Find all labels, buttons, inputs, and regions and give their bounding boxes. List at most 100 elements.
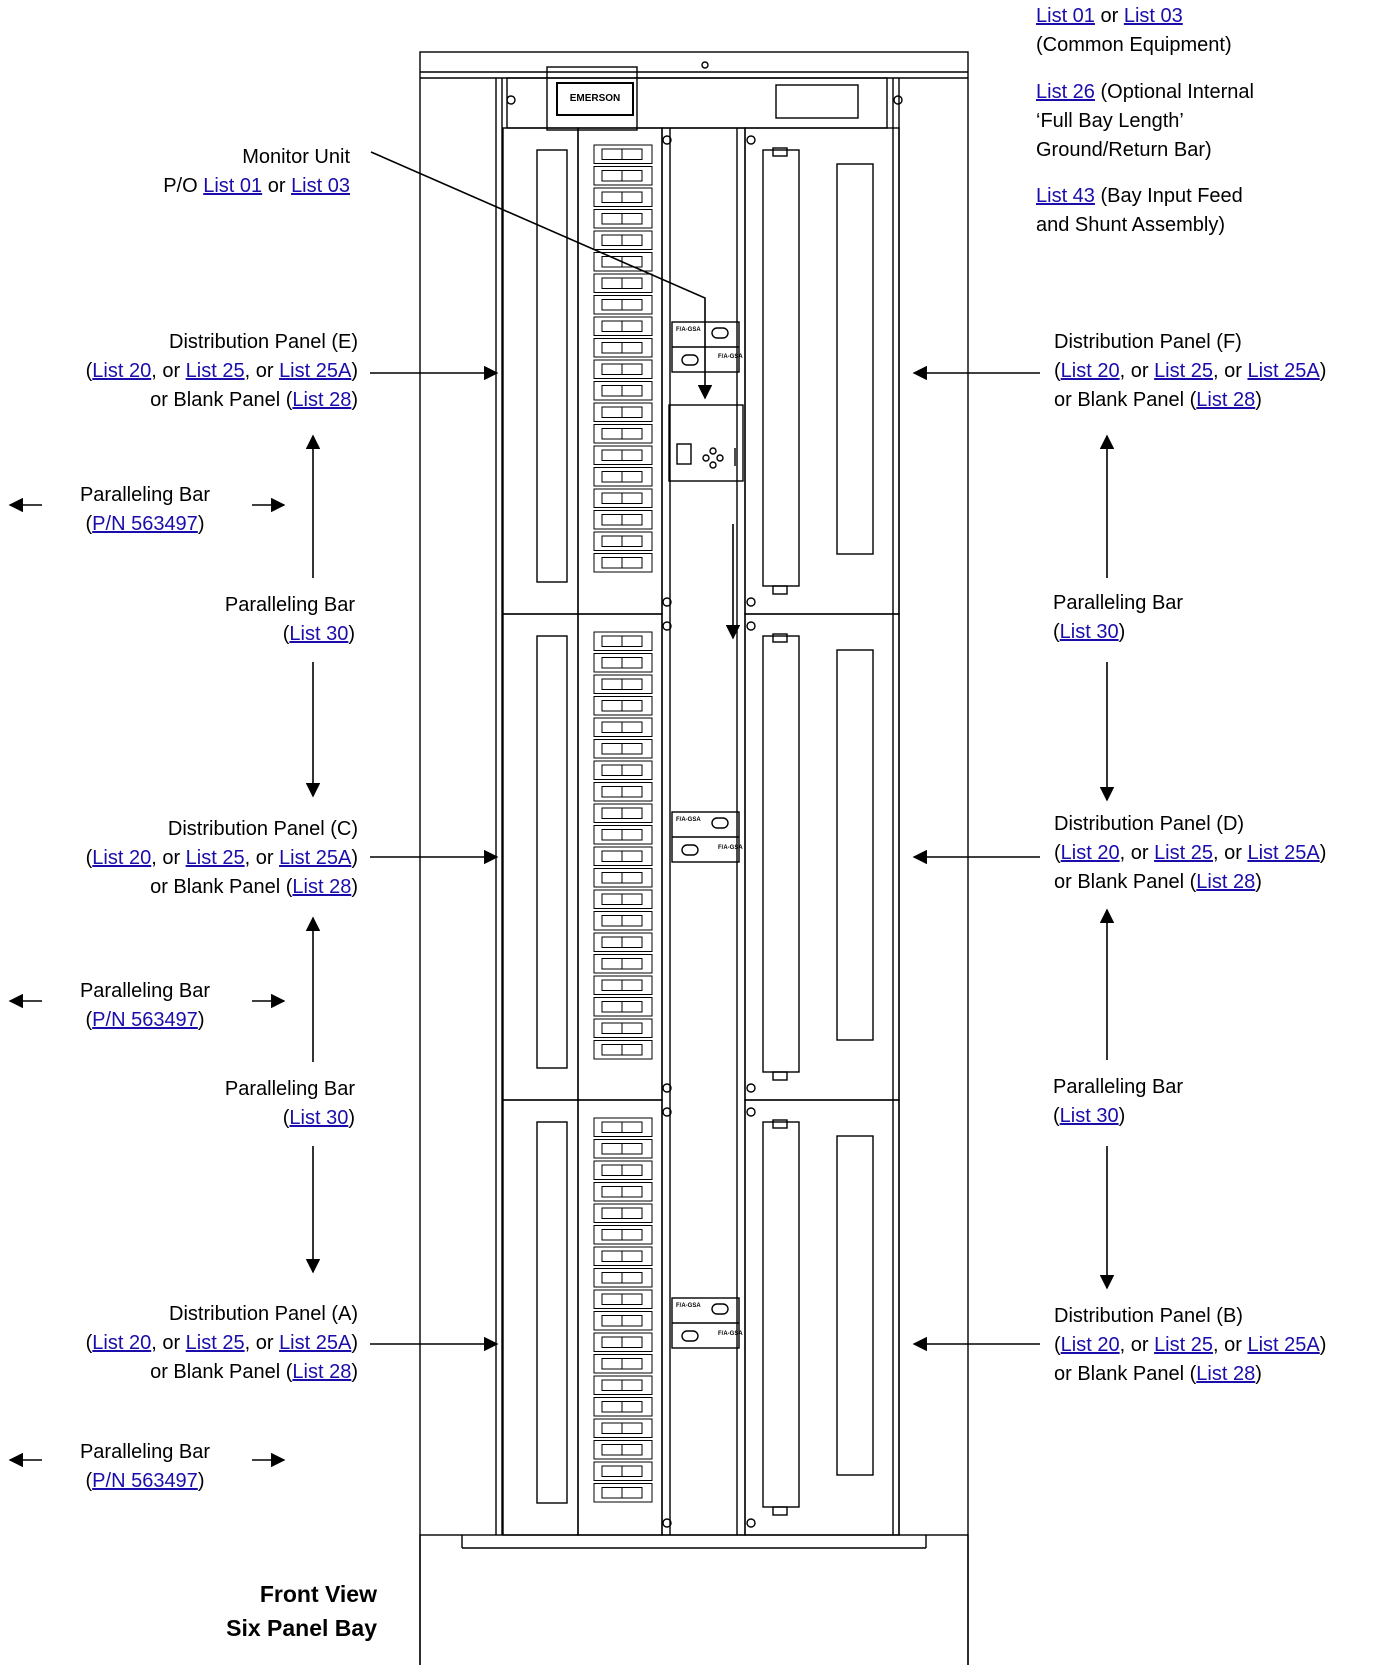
hinge-tab xyxy=(772,1119,788,1129)
bezel-screw-right xyxy=(893,95,903,105)
common-equipment-note: List 01 or List 03 (Common Equipment) xyxy=(1036,5,1232,56)
panel-screw xyxy=(662,621,672,631)
link-list-28[interactable]: List 28 xyxy=(1196,871,1256,893)
circuit-breaker xyxy=(593,1040,653,1060)
link-list-03[interactable]: List 03 xyxy=(1123,5,1183,27)
link-list-30[interactable]: List 30 xyxy=(1059,1105,1119,1127)
right-hinge-strip xyxy=(762,149,800,587)
view-title-line2: Six Panel Bay xyxy=(226,1615,377,1641)
panel-screw xyxy=(746,1107,756,1117)
circuit-breaker xyxy=(593,1354,653,1374)
circuit-breaker xyxy=(593,1440,653,1460)
link-list-20[interactable]: List 20 xyxy=(1060,360,1120,382)
circuit-breaker xyxy=(593,553,653,573)
link-list-25a[interactable]: List 25A xyxy=(1247,1334,1320,1356)
circuit-breaker xyxy=(593,696,653,716)
link-list-25[interactable]: List 25 xyxy=(185,1332,245,1354)
panel-screw xyxy=(662,597,672,607)
paralleling-bar-list30-right-lower: Paralleling Bar (List 30) xyxy=(1053,1076,1184,1127)
link-list-25a[interactable]: List 25A xyxy=(279,360,352,382)
circuit-breaker xyxy=(593,252,653,272)
circuit-breaker xyxy=(593,674,653,694)
link-list-20[interactable]: List 20 xyxy=(92,847,152,869)
circuit-breaker xyxy=(593,825,653,845)
view-title-line1: Front View xyxy=(259,1581,377,1607)
circuit-breaker xyxy=(593,1483,653,1503)
link-list-25a[interactable]: List 25A xyxy=(1247,842,1320,864)
circuit-breaker xyxy=(593,1311,653,1331)
distribution-panel-c-label: Distribution Panel (C) (List 20, or List… xyxy=(85,818,358,898)
link-list-25[interactable]: List 25 xyxy=(185,847,245,869)
leader-arrows xyxy=(8,151,1115,1468)
circuit-breaker xyxy=(593,295,653,315)
breaker-label: F/A-GSA xyxy=(676,327,701,333)
link-list-28[interactable]: List 28 xyxy=(292,876,352,898)
link-list-20[interactable]: List 20 xyxy=(92,1332,152,1354)
circuit-breaker xyxy=(593,209,653,229)
link-list-25[interactable]: List 25 xyxy=(1154,842,1213,864)
link-pn-563497[interactable]: P/N 563497 xyxy=(92,513,198,535)
list43-note: List 43 (Bay Input Feed and Shunt Assemb… xyxy=(1036,185,1243,236)
distribution-panel-f-label: Distribution Panel (F) (List 20, or List… xyxy=(1054,331,1327,411)
alarm-breaker-switch xyxy=(711,327,729,339)
circuit-breaker xyxy=(593,803,653,823)
panel-screw xyxy=(662,135,672,145)
circuit-breaker xyxy=(593,445,653,465)
link-list-01[interactable]: List 01 xyxy=(1036,5,1095,27)
panel-screw xyxy=(662,1083,672,1093)
alarm-breaker-switch xyxy=(681,354,699,366)
link-list-30[interactable]: List 30 xyxy=(289,1107,349,1129)
circuit-breaker xyxy=(593,1160,653,1180)
link-list-28[interactable]: List 28 xyxy=(292,389,352,411)
circuit-breaker xyxy=(593,488,653,508)
circuit-breaker xyxy=(593,1139,653,1159)
link-list-25[interactable]: List 25 xyxy=(185,360,245,382)
right-panel-slot xyxy=(836,649,874,1041)
circuit-breaker xyxy=(593,1289,653,1309)
link-list-25[interactable]: List 25 xyxy=(1154,1334,1213,1356)
link-list-30[interactable]: List 30 xyxy=(289,623,349,645)
circuit-breaker xyxy=(593,868,653,888)
link-list-30[interactable]: List 30 xyxy=(1059,621,1119,643)
link-list-25a[interactable]: List 25A xyxy=(279,1332,352,1354)
alarm-breaker-switch xyxy=(711,817,729,829)
link-list-28[interactable]: List 28 xyxy=(292,1361,352,1383)
hinge-tab xyxy=(772,1506,788,1516)
breaker-column-frame xyxy=(577,613,663,1101)
circuit-breaker xyxy=(593,402,653,422)
link-list-28[interactable]: List 28 xyxy=(1196,1363,1256,1385)
link-pn-563497[interactable]: P/N 563497 xyxy=(92,1009,198,1031)
link-list-25a[interactable]: List 25A xyxy=(1247,360,1320,382)
circuit-breaker xyxy=(593,932,653,952)
center-shunt-column xyxy=(661,127,746,1536)
link-pn-563497[interactable]: P/N 563497 xyxy=(92,1470,198,1492)
link-list-25a[interactable]: List 25A xyxy=(279,847,352,869)
link-list-43[interactable]: List 43 xyxy=(1036,185,1095,207)
paralleling-bar-list30-left-lower: Paralleling Bar (List 30) xyxy=(224,1078,355,1129)
link-list-25[interactable]: List 25 xyxy=(1154,360,1213,382)
panel-screw xyxy=(746,621,756,631)
distribution-panel-a-label: Distribution Panel (A) (List 20, or List… xyxy=(85,1303,358,1383)
circuit-breaker xyxy=(593,1117,653,1137)
distribution-panel-b-label: Distribution Panel (B) (List 20, or List… xyxy=(1054,1305,1327,1385)
link-list-03[interactable]: List 03 xyxy=(291,175,350,197)
circuit-breaker xyxy=(593,1246,653,1266)
link-list-20[interactable]: List 20 xyxy=(1060,842,1120,864)
circuit-breaker xyxy=(593,1182,653,1202)
circuit-breaker xyxy=(593,653,653,673)
distribution-panel-d-label: Distribution Panel (D) (List 20, or List… xyxy=(1054,813,1327,893)
circuit-breaker xyxy=(593,359,653,379)
right-hinge-strip xyxy=(762,1121,800,1508)
left-panel-slot xyxy=(536,1121,568,1504)
circuit-breaker xyxy=(593,997,653,1017)
link-list-01[interactable]: List 01 xyxy=(203,175,263,197)
link-list-20[interactable]: List 20 xyxy=(92,360,152,382)
breaker-columns xyxy=(593,144,653,1503)
monitor-display-housing xyxy=(546,66,638,131)
monitor-button xyxy=(709,461,717,469)
link-list-26[interactable]: List 26 xyxy=(1036,81,1095,103)
link-list-28[interactable]: List 28 xyxy=(1196,389,1256,411)
paralleling-bar-list30-left-upper: Paralleling Bar (List 30) xyxy=(224,594,355,645)
link-list-20[interactable]: List 20 xyxy=(1060,1334,1120,1356)
paralleling-bar-pn-upper: Paralleling Bar (P/N 563497) xyxy=(79,484,211,535)
